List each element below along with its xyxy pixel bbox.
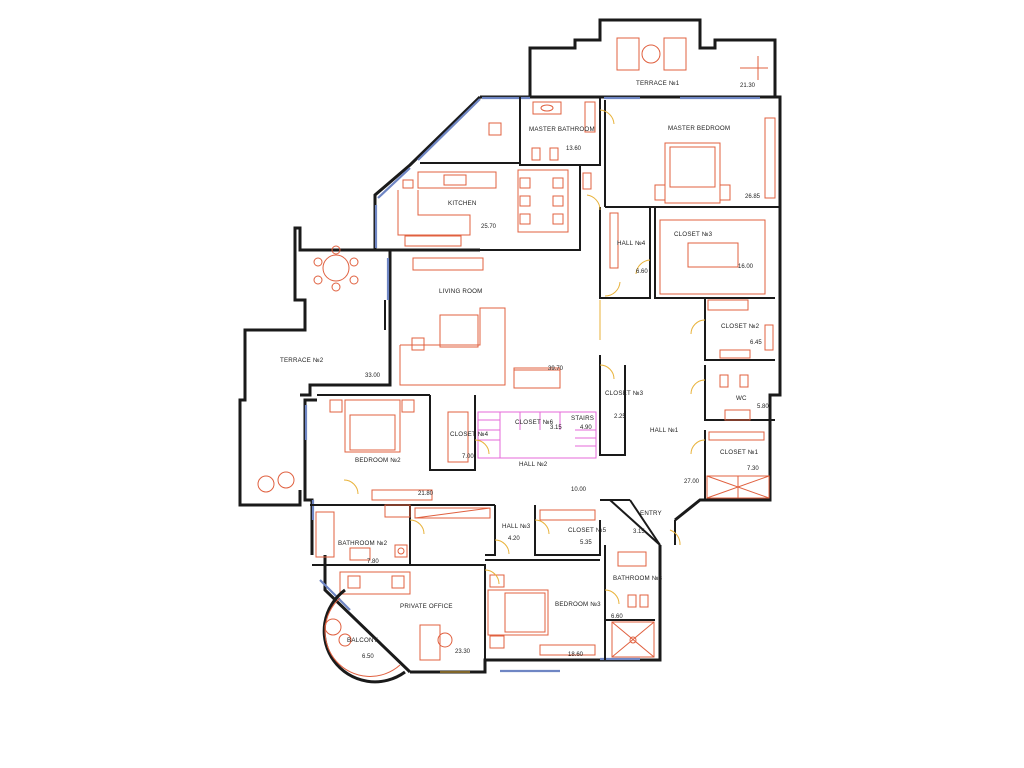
room-name: WC bbox=[736, 395, 747, 402]
room-name: LIVING ROOM bbox=[439, 288, 482, 295]
bathroom-2-area bbox=[312, 504, 411, 566]
living-room-area bbox=[384, 257, 561, 389]
glazing bbox=[304, 96, 760, 673]
room-area: 6.45 bbox=[750, 340, 762, 346]
room-area: 4.90 bbox=[580, 425, 592, 431]
room-area: 6.60 bbox=[636, 269, 648, 275]
room-name: BATHROOM №2 bbox=[338, 540, 388, 547]
room-area: 7.30 bbox=[747, 466, 759, 472]
room-area: 21.80 bbox=[418, 491, 434, 497]
terrace-2-area bbox=[238, 226, 375, 507]
bedroom-3-area bbox=[485, 559, 600, 656]
bathroom-3-area bbox=[604, 545, 655, 660]
room-name: CLOSET №2 bbox=[721, 323, 760, 330]
kitchen-area bbox=[380, 165, 592, 251]
central-core-area bbox=[429, 355, 626, 471]
service-rooms-area bbox=[704, 298, 775, 500]
room-area: 33.00 bbox=[365, 373, 381, 379]
room-area: 27.00 bbox=[684, 479, 700, 485]
room-name: BATHROOM №3 bbox=[613, 575, 663, 582]
exterior-walls bbox=[300, 95, 782, 674]
room-labels: TERRACE №1 21.30 MASTER BATHROOM 13.60 M… bbox=[280, 80, 769, 660]
room-area: 39.70 bbox=[548, 366, 564, 372]
hall-4-and-closet-area bbox=[599, 207, 775, 299]
room-area: 10.00 bbox=[571, 487, 587, 493]
terrace-1-area bbox=[528, 18, 777, 97]
room-name: HALL №3 bbox=[502, 523, 531, 530]
room-area: 23.30 bbox=[455, 649, 471, 655]
room-area: 4.20 bbox=[508, 536, 520, 542]
room-area: 13.60 bbox=[566, 146, 582, 152]
master-bedroom-area bbox=[604, 100, 780, 208]
room-name: MASTER BATHROOM bbox=[529, 126, 595, 133]
entry-area bbox=[609, 499, 676, 546]
room-name: TERRACE №2 bbox=[280, 357, 324, 364]
room-name: CLOSET №1 bbox=[720, 449, 759, 456]
room-area: 26.85 bbox=[745, 194, 761, 200]
room-name: KITCHEN bbox=[448, 200, 477, 207]
room-area: 5.80 bbox=[757, 404, 769, 410]
room-area: 3.15 bbox=[633, 529, 645, 535]
room-name: CLOSET №6 bbox=[515, 419, 554, 426]
room-name: CLOSET №3 bbox=[674, 231, 713, 238]
room-name: HALL №4 bbox=[617, 240, 646, 247]
room-name: CLOSET №4 bbox=[450, 431, 489, 438]
room-area: 6.50 bbox=[362, 654, 374, 660]
door-swings bbox=[343, 109, 706, 673]
room-area: 2.25 bbox=[614, 414, 626, 420]
room-name: BALCONY bbox=[347, 637, 378, 644]
room-name: BEDROOM №3 bbox=[555, 601, 601, 608]
room-area: 3.15 bbox=[550, 425, 562, 431]
room-name: STAIRS bbox=[571, 415, 594, 422]
room-name: HALL №1 bbox=[650, 427, 679, 434]
room-area: 18.60 bbox=[568, 652, 584, 658]
room-area: 21.30 bbox=[740, 83, 756, 89]
room-area: 6.60 bbox=[611, 614, 623, 620]
room-name: PRIVATE OFFICE bbox=[400, 603, 453, 610]
room-area: 7.00 bbox=[462, 454, 474, 460]
master-bathroom-area bbox=[420, 97, 601, 166]
room-name: CLOSET №3 bbox=[605, 390, 644, 397]
room-name: TERRACE №1 bbox=[636, 80, 680, 87]
room-area: 25.70 bbox=[481, 224, 497, 230]
room-name: BEDROOM №2 bbox=[355, 457, 401, 464]
room-area: 16.00 bbox=[738, 264, 754, 270]
private-office-area bbox=[339, 564, 486, 672]
balcony-area bbox=[322, 588, 406, 684]
room-name: MASTER BEDROOM bbox=[668, 125, 730, 132]
room-name: CLOSET №5 bbox=[568, 527, 607, 534]
room-area: 5.35 bbox=[580, 540, 592, 546]
lower-halls-area bbox=[414, 499, 661, 556]
room-name: HALL №2 bbox=[519, 461, 548, 468]
room-area: 7.80 bbox=[367, 559, 379, 565]
room-name: ENTRY bbox=[640, 510, 662, 517]
